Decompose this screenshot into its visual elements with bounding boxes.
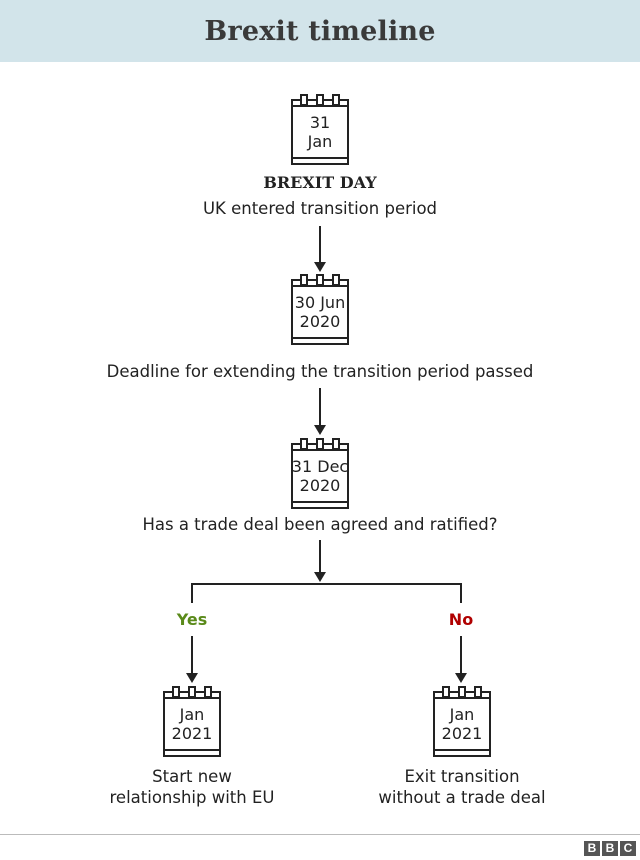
logo-letter: B (584, 841, 600, 856)
diagram-title: Brexit timeline (204, 15, 436, 47)
outcome-caption-no: Exit transition without a trade deal (332, 766, 592, 808)
calendar-date-line2: 2021 (441, 724, 483, 743)
calendar-date-line2: Jan (307, 132, 333, 151)
caption-line: relationship with EU (109, 788, 275, 807)
branch-label-no: No (448, 610, 474, 629)
logo-letter: C (620, 841, 636, 856)
logo-letter: B (602, 841, 618, 856)
calendar-date-line1: Jan (179, 705, 205, 724)
calendar-date-line1: 31 (309, 113, 331, 132)
step-caption: Deadline for extending the transition pe… (106, 362, 534, 381)
step-caption: UK entered transition period (202, 199, 438, 218)
calendar-icon: 31 Dec 2020 (291, 438, 349, 509)
step-question: Has a trade deal been agreed and ratifie… (142, 515, 498, 534)
calendar-date-line2: 2020 (299, 312, 341, 331)
calendar-icon: Jan 2021 (433, 686, 491, 757)
branch-label-yes: Yes (176, 610, 208, 629)
caption-line: Exit transition (404, 767, 520, 786)
step-heading: BREXIT DAY (263, 173, 377, 192)
caption-line: without a trade deal (378, 788, 546, 807)
calendar-date-line2: 2020 (299, 476, 341, 495)
arrowhead-no (455, 673, 467, 683)
arrowhead-yes (186, 673, 198, 683)
branch-split-line (191, 583, 462, 603)
arrowhead-2 (314, 425, 326, 435)
arrowhead-1 (314, 262, 326, 272)
calendar-icon: Jan 2021 (163, 686, 221, 757)
arrowhead-3 (314, 572, 326, 582)
footer-divider (0, 834, 640, 835)
calendar-date-line2: 2021 (171, 724, 213, 743)
calendar-icon: 31 Jan (291, 94, 349, 165)
calendar-icon: 30 Jun 2020 (291, 274, 349, 345)
calendar-date-line1: Jan (449, 705, 475, 724)
header-bar: Brexit timeline (0, 0, 640, 62)
calendar-date-line1: 30 Jun (294, 293, 346, 312)
caption-line: Start new (152, 767, 232, 786)
outcome-caption-yes: Start new relationship with EU (62, 766, 322, 808)
calendar-date-line1: 31 Dec (291, 457, 349, 476)
bbc-logo: B B C (584, 841, 636, 856)
